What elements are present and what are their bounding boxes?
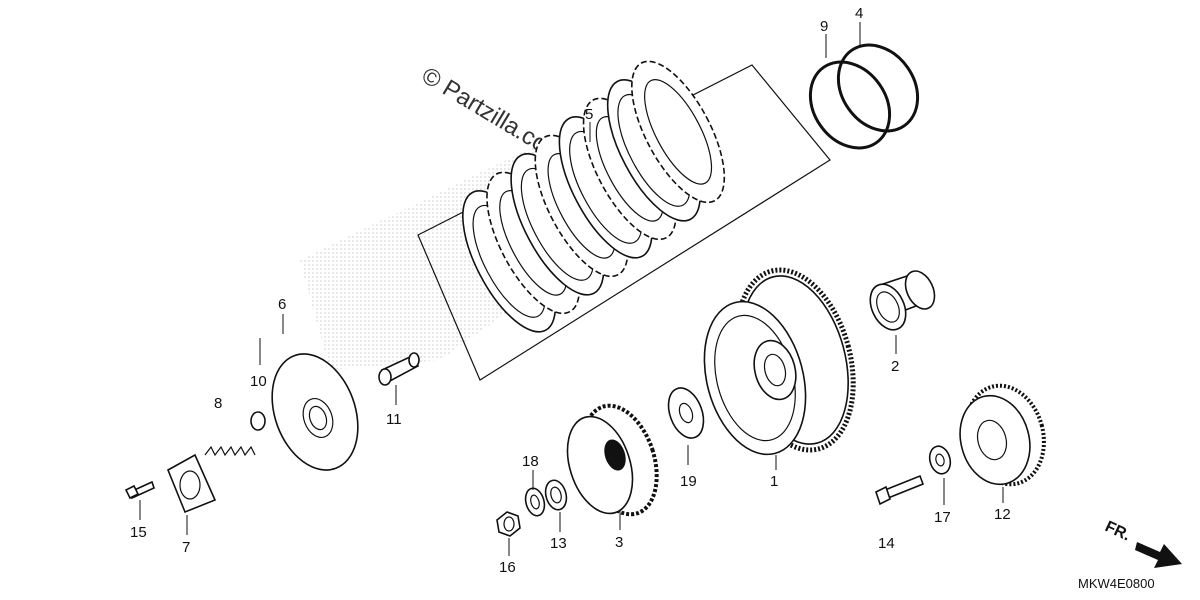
- leader-lines: [139, 22, 1004, 556]
- callout-4: 4: [855, 5, 863, 22]
- lifter-rod-part-11: [378, 352, 420, 386]
- callout-labels: 1 2 3 4 5 6 7 8 9 10 11 12 14 15 16 17 1…: [130, 5, 1011, 576]
- clutch-outer-part-1: [703, 267, 856, 456]
- diagram-code: MKW4E0800: [1078, 576, 1155, 591]
- spring-part-8: [204, 445, 256, 457]
- washer-part-13: [544, 479, 568, 511]
- callout-8: 8: [214, 395, 222, 412]
- callout-19: 19: [680, 473, 697, 490]
- lock-nut-part-16: [496, 511, 521, 537]
- callout-12: 12: [994, 506, 1011, 523]
- drive-gear-part-12: [959, 383, 1046, 487]
- callout-3: 3: [615, 534, 623, 551]
- callout-17: 17: [934, 509, 951, 526]
- front-direction-indicator: FR.: [1102, 518, 1182, 568]
- callout-9: 9: [820, 18, 828, 35]
- clutch-center-part-3: [566, 403, 659, 517]
- callout-13: 13: [550, 535, 567, 552]
- callout-6: 6: [278, 296, 286, 313]
- washer-part-17: [928, 445, 952, 475]
- ring-part-9: [808, 60, 892, 150]
- thrust-washer-part-19: [667, 387, 705, 439]
- lifter-plate-part-6: [271, 353, 359, 471]
- callout-1: 1: [770, 473, 778, 490]
- retainer-plate-part-7: [166, 453, 217, 514]
- callout-11: 11: [386, 411, 402, 428]
- ring-part-4: [836, 43, 920, 133]
- bolt-part-15: [124, 480, 155, 500]
- callout-14: 14: [878, 535, 895, 552]
- bolt-part-14: [875, 474, 925, 506]
- front-arrow-icon: [1135, 542, 1182, 568]
- clutch-disc-pack: [462, 60, 726, 333]
- callout-18: 18: [522, 453, 539, 470]
- callout-7: 7: [182, 539, 190, 556]
- callout-16: 16: [499, 559, 516, 576]
- callout-10: 10: [250, 373, 267, 390]
- callout-5: 5: [585, 106, 593, 123]
- collar-part-2: [869, 270, 936, 331]
- callout-2: 2: [891, 358, 899, 375]
- clutch-plates: [462, 60, 726, 333]
- clip-part-10: [250, 411, 266, 431]
- washer-part-18: [524, 487, 546, 517]
- front-label: FR.: [1102, 518, 1133, 544]
- callout-15: 15: [130, 524, 147, 541]
